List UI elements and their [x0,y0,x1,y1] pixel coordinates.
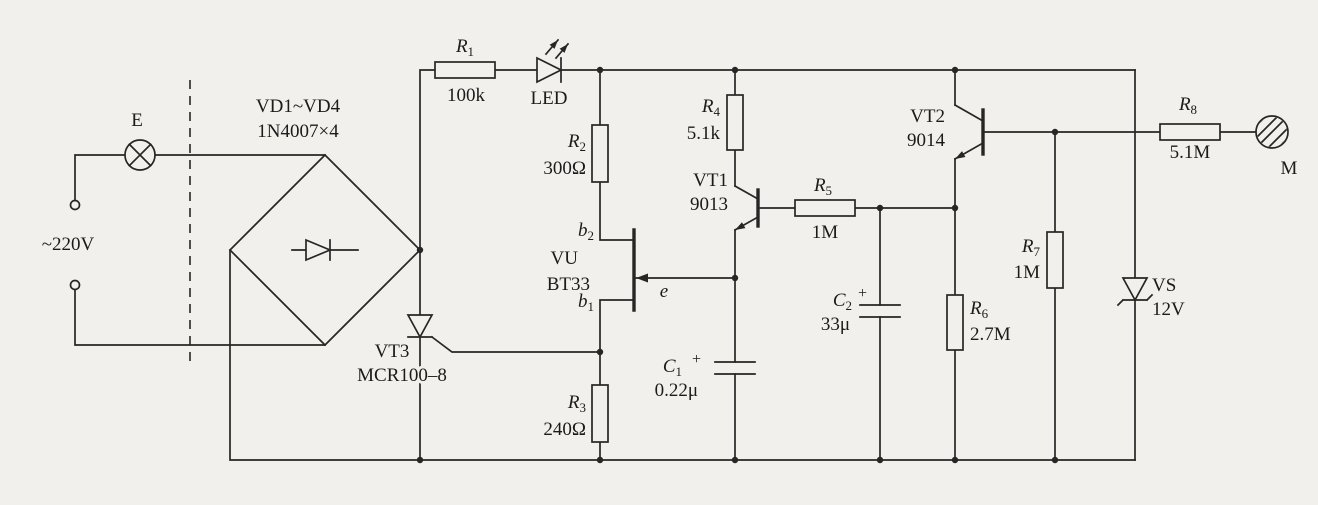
resistor-body [946,294,964,351]
resistor-R1 [434,61,496,79]
resistor-R6 [946,294,964,351]
label-C1-polarity: + [692,351,701,368]
label-LED: LED [531,88,568,109]
zener-icon [1121,277,1149,302]
value-R4: 5.1k [687,123,721,144]
bridge-rectifier-VD1-VD4 [228,153,422,347]
zener-bar [1116,293,1154,307]
label-VT2-part: 9014 [907,130,946,151]
label-bridge-part: 1N4007×4 [257,121,339,142]
resistor-R5 [794,199,856,217]
resistor-body [794,199,856,217]
label-VT1-part: 9013 [690,194,728,215]
label-R4: R4 [701,96,721,119]
touch-plate-M [1255,115,1289,149]
value-R5: 1M [812,222,839,243]
arrow-head-icon [559,44,568,53]
value-R7: 1M [1014,262,1041,283]
wire-ac-bottom [74,284,326,346]
ujt-emitter-arrow-icon [636,273,648,283]
label-R6: R6 [969,298,989,321]
resistor-body [591,124,609,183]
value-R3: 240Ω [543,419,586,440]
label-pin-b1: b1 [578,291,594,314]
transistor-legs [733,184,760,232]
wire-ac-top [74,154,126,206]
led-icon [536,56,563,84]
wires [74,69,1257,461]
capacitor-plates [714,361,756,375]
diode-icon [305,238,333,262]
value-R6: 2.7M [970,324,1011,345]
label-bridge-name: VD1~VD4 [256,96,341,117]
value-C1: 0.22μ [655,380,698,401]
resistor-body [1046,231,1064,289]
capacitor-C2 [859,304,901,318]
label-R2: R2 [567,131,586,154]
resistor-R4 [726,94,744,151]
resistor-R7 [1046,231,1064,289]
ac-terminals [69,199,81,291]
resistor-body [1159,123,1221,141]
hatch-lines [1257,117,1287,147]
capacitor-plates [859,304,901,318]
resistor-R3 [591,384,609,443]
label-ac-voltage: ~220V [42,234,95,255]
resistor-body [726,94,744,151]
lamp-cross [128,143,152,167]
ujt-VU-BT33 [632,228,648,312]
value-C2: 33μ [821,314,850,335]
label-R3: R3 [567,392,586,415]
value-R2: 300Ω [543,158,586,179]
label-VT2: VT2 [910,106,945,127]
value-R1: 100k [447,85,486,106]
label-VT1: VT1 [693,170,728,191]
transistor-VT2 [953,103,985,161]
scr-icon [406,314,434,339]
label-pin-b2: b2 [578,220,594,243]
arrow-head-icon [549,40,558,49]
led-indicator [536,38,570,84]
value-VS: 12V [1152,299,1185,320]
label-R5: R5 [813,175,832,198]
resistor-body [434,61,496,79]
label-C2: C2 [833,290,852,313]
value-R8: 5.1M [1170,142,1211,163]
wire-bottom-rail [229,249,1136,461]
label-VT3: VT3 [375,341,410,362]
label-R1: R1 [455,36,474,59]
junction-dots [416,66,1059,464]
touch-plate-hatch [1257,117,1287,147]
resistor-R2 [591,124,609,183]
terminal-live [69,199,81,211]
resistor-R8 [1159,123,1221,141]
label-pin-e: e [660,281,668,302]
label-C1: C1 [663,356,682,379]
label-VS: VS [1152,275,1176,296]
label-R7: R7 [1021,236,1041,259]
terminal-neutral [69,279,81,291]
wire-r2-to-b2 [599,181,635,241]
label-R8: R8 [1178,94,1197,117]
label-touch-plate-M: M [1281,158,1298,179]
transistor-legs [953,103,985,161]
wire-dc-plus-riser [419,69,436,251]
resistor-body [591,384,609,443]
lamp-E [124,139,156,171]
transistor-VT1 [733,184,760,232]
label-VT3-part: MCR100–8 [357,365,447,386]
thyristor-VT3 [406,314,434,339]
label-VU: VU [551,248,579,269]
emitter-arrow-icon [955,151,966,159]
label-C2-polarity: + [858,285,867,302]
wire-b1-to-r3 [599,299,635,386]
emitter-arrow-icon [735,222,746,230]
label-BT33: BT33 [547,274,590,295]
label-lamp-E: E [131,110,143,131]
wire-scr-gate [430,335,601,353]
zener-VS [1116,277,1154,307]
capacitor-C1 [714,361,756,375]
